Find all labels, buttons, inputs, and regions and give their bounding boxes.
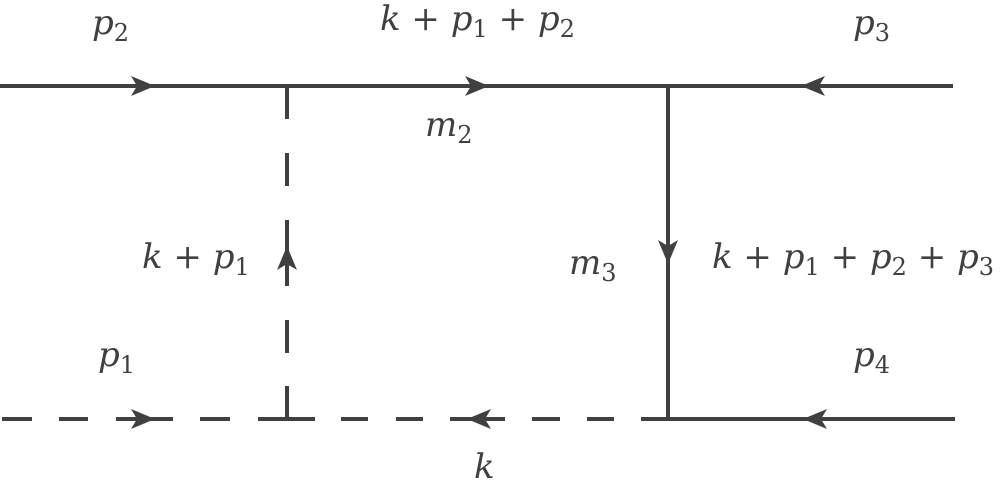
- arrow-left-icon: [803, 409, 827, 429]
- arrow-right-icon: [465, 76, 489, 96]
- arrow-left-icon: [801, 76, 825, 96]
- arrow-up-icon: [277, 246, 297, 270]
- label-p1: p1: [98, 335, 136, 379]
- arrow-left-icon: [467, 409, 491, 429]
- label-p2: p2: [92, 3, 130, 47]
- label-m3: m3: [569, 243, 617, 287]
- arrow-right-icon: [131, 76, 155, 96]
- label-m2: m2: [425, 105, 473, 149]
- label-p3: p3: [853, 3, 891, 47]
- arrow-down-icon: [658, 240, 678, 264]
- label-k-p1-p2: k + p1 + p2: [380, 0, 575, 43]
- arrow-right-icon: [131, 409, 155, 429]
- label-k-p1: k + p1: [142, 237, 250, 281]
- label-p4: p4: [853, 335, 891, 379]
- label-k: k: [474, 447, 495, 487]
- label-k-p1-p2-p3: k + p1 + p2 + p3: [712, 237, 995, 281]
